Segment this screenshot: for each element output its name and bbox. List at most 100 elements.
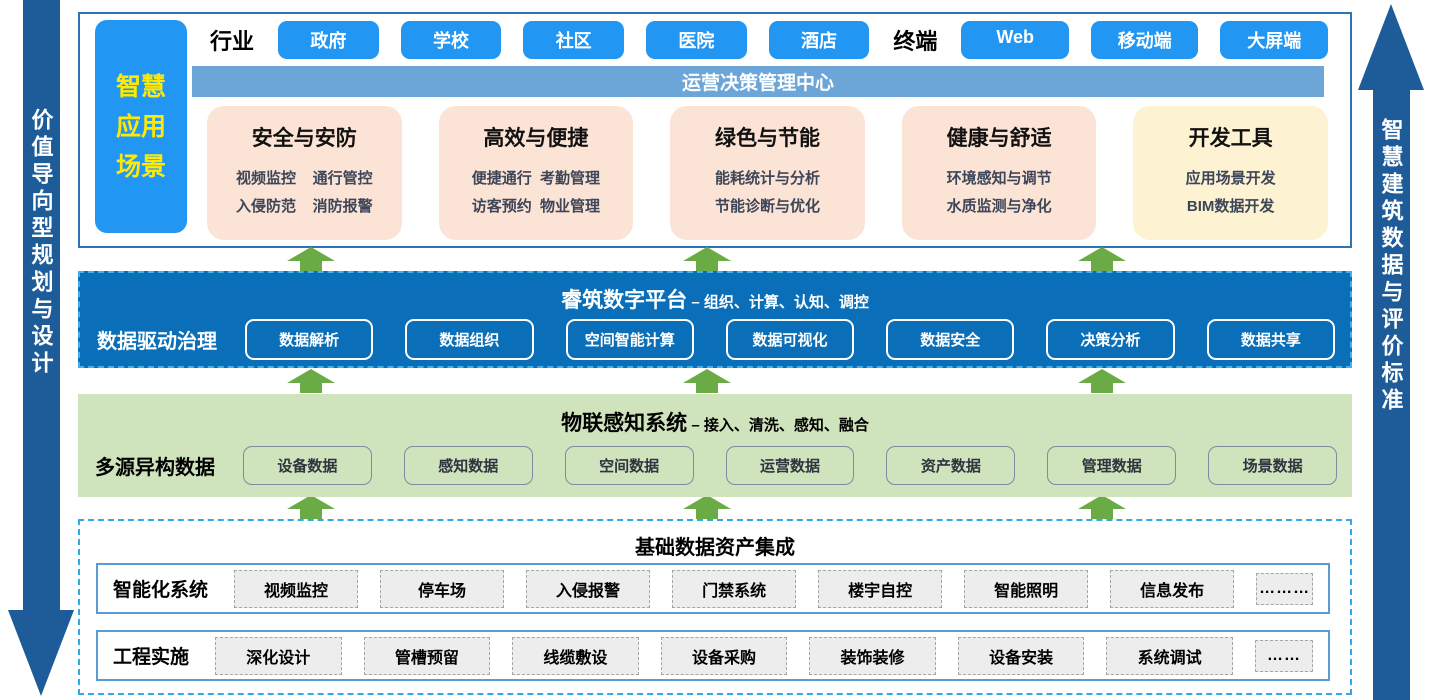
- base-item: ………: [1256, 572, 1314, 605]
- terminal-tag: Web: [961, 21, 1069, 59]
- scenario-cards-row: 安全与安防视频监控 通行管控入侵防范 消防报警高效与便捷便捷通行 考勤管理访客预…: [207, 106, 1328, 240]
- platform-capability-group: 数据解析数据组织空间智能计算数据可视化数据安全决策分析数据共享: [245, 318, 1335, 360]
- base-item: ……: [1254, 639, 1313, 672]
- platform-capability-pill: 决策分析: [1046, 318, 1175, 360]
- left-arrow-shaft: 价值导向型规划与设计: [22, 0, 60, 610]
- data-source-row: 多源异构数据 设备数据感知数据空间数据运营数据资产数据管理数据场景数据: [95, 445, 1338, 485]
- up-arrow-icon: [287, 369, 335, 393]
- data-source-pill: 感知数据: [403, 445, 533, 485]
- base-item: 智能照明: [964, 569, 1089, 608]
- data-source-pill: 管理数据: [1047, 445, 1177, 485]
- scenario-card-title: 安全与安防: [251, 127, 357, 150]
- industry-tag: 酒店: [768, 21, 870, 59]
- scenario-card: 安全与安防视频监控 通行管控入侵防范 消防报警: [207, 106, 402, 240]
- base-row: 工程实施深化设计管槽预留线缆敷设设备采购装饰装修设备安装系统调试……: [96, 630, 1330, 681]
- left-value-arrow: 价值导向型规划与设计: [8, 0, 74, 696]
- scenario-card-line: 应用场景开发: [1185, 170, 1276, 187]
- scenario-card-line: 访客预约 物业管理: [471, 198, 601, 215]
- scenario-card-title: 绿色与节能: [714, 127, 820, 150]
- base-row-items: 视频监控停车场入侵报警门禁系统楼宇自控智能照明信息发布 ………: [234, 569, 1314, 608]
- down-arrowhead-icon: [8, 610, 74, 696]
- base-item: 装饰装修: [809, 636, 936, 675]
- platform-capability-pill: 数据共享: [1206, 318, 1335, 360]
- iot-title: 物联感知系统 – 接入、清洗、感知、融合: [78, 407, 1352, 437]
- scenario-card-line: 环境感知与调节: [946, 170, 1052, 187]
- industry-terminal-row: 行业 政府学校社区医院酒店 终端 Web 移动端大屏端: [206, 21, 1329, 59]
- terminal-tag-group: Web 移动端大屏端: [961, 21, 1329, 59]
- terminal-label: 终端: [893, 29, 938, 54]
- base-row-label: 智能化系统: [113, 580, 209, 601]
- industry-tag-group: 政府学校社区医院酒店: [278, 21, 870, 59]
- up-arrow-icon: [683, 369, 731, 393]
- data-source-pill: 场景数据: [1208, 445, 1338, 485]
- smart-app-scenarios-text: 智慧应用场景: [115, 72, 166, 181]
- up-arrowhead-icon: [1358, 4, 1424, 90]
- scenario-card-line: 节能诊断与优化: [714, 198, 820, 215]
- base-item: 入侵报警: [526, 569, 651, 608]
- terminal-tag: 大屏端: [1220, 21, 1329, 59]
- industry-tag: 政府: [278, 21, 379, 59]
- up-arrow-icon: [287, 247, 335, 271]
- industry-label: 行业: [210, 29, 255, 54]
- smart-application-panel: 智慧应用场景 行业 政府学校社区医院酒店 终端 Web 移动端大屏端 运营决策管理…: [78, 12, 1352, 248]
- base-integration-title: 基础数据资产集成: [635, 537, 795, 559]
- base-row-items: 深化设计管槽预留线缆敷设设备采购装饰装修设备安装系统调试……: [215, 636, 1313, 675]
- up-arrow-icon: [683, 247, 731, 271]
- industry-tag: 学校: [400, 21, 502, 59]
- base-item: 线缆敷设: [512, 636, 639, 675]
- iot-title-main: 物联感知系统: [561, 412, 688, 435]
- platform-title-sub: – 组织、计算、认知、调控: [687, 294, 869, 311]
- up-arrow-icon: [1078, 247, 1126, 271]
- up-arrow-icon: [683, 495, 731, 519]
- right-arrow-shaft: 智慧建筑数据与评价标准: [1372, 90, 1410, 700]
- multi-source-data-label: 多源异构数据: [95, 456, 215, 479]
- scenario-card-line: 视频监控 通行管控: [235, 170, 373, 187]
- data-driven-governance-label: 数据驱动治理: [97, 330, 217, 353]
- iot-title-sub: – 接入、清洗、感知、融合: [687, 417, 869, 434]
- base-item: 楼宇自控: [818, 569, 943, 608]
- industry-tag: 医院: [646, 21, 747, 59]
- scenario-card-line: 能耗统计与分析: [714, 170, 820, 187]
- platform-title-main: 睿筑数字平台: [561, 289, 688, 312]
- smart-app-scenarios-label: 智慧应用场景: [95, 20, 187, 233]
- up-arrow-icon: [287, 495, 335, 519]
- base-rows: 智能化系统 视频监控停车场入侵报警门禁系统楼宇自控智能照明信息发布 ……… 工程实施 深…: [96, 563, 1330, 681]
- base-item: 系统调试: [1106, 636, 1233, 675]
- platform-capability-pill: 数据可视化: [725, 318, 855, 360]
- base-row: 智能化系统 视频监控停车场入侵报警门禁系统楼宇自控智能照明信息发布 ………: [96, 563, 1330, 614]
- platform-capability-pill: 数据安全: [886, 318, 1015, 360]
- scenario-card-line: 入侵防范 消防报警: [235, 198, 373, 215]
- platform-capability-row: 数据驱动治理 数据解析数据组织空间智能计算数据可视化数据安全决策分析数据共享: [97, 318, 1335, 360]
- data-source-pill: 设备数据: [243, 445, 372, 485]
- platform-capability-pill: 数据解析: [245, 318, 374, 360]
- left-arrow-label: 价值导向型规划与设计: [28, 108, 54, 378]
- base-data-integration-box: 基础数据资产集成 智能化系统 视频监控停车场入侵报警门禁系统楼宇自控智能照明信息发…: [78, 519, 1352, 695]
- up-arrow-icon: [1078, 495, 1126, 519]
- platform-capability-pill: 空间智能计算: [565, 318, 694, 360]
- base-item: 信息发布: [1110, 569, 1235, 608]
- scenario-card: 高效与便捷便捷通行 考勤管理访客预约 物业管理: [438, 106, 634, 240]
- base-row-label: 工程实施: [113, 647, 190, 668]
- scenario-card-title: 高效与便捷: [483, 127, 589, 150]
- platform-capability-pill: 数据组织: [405, 318, 534, 360]
- scenario-card-title: 健康与舒适: [946, 127, 1052, 150]
- scenario-card: 绿色与节能能耗统计与分析节能诊断与优化: [670, 106, 865, 240]
- base-item: 停车场: [380, 569, 505, 608]
- base-item: 门禁系统: [672, 569, 797, 608]
- right-standards-arrow: 智慧建筑数据与评价标准: [1358, 4, 1424, 700]
- terminal-tag: 移动端: [1090, 21, 1199, 59]
- data-source-group: 设备数据感知数据空间数据运营数据资产数据管理数据场景数据: [243, 445, 1338, 485]
- right-arrow-label: 智慧建筑数据与评价标准: [1378, 118, 1404, 415]
- scenario-card-line: 便捷通行 考勤管理: [471, 170, 601, 187]
- base-item: 深化设计: [215, 636, 342, 675]
- base-item: 管槽预留: [363, 636, 491, 675]
- scenario-card-title: 开发工具: [1188, 127, 1273, 150]
- data-source-pill: 资产数据: [886, 445, 1016, 485]
- digital-platform-band: 睿筑数字平台 – 组织、计算、认知、调控 数据驱动治理 数据解析数据组织空间智能…: [78, 271, 1352, 368]
- scenario-card: 健康与舒适环境感知与调节水质监测与净化: [901, 106, 1097, 240]
- operation-decision-center-bar: 运营决策管理中心: [192, 66, 1324, 97]
- base-item: 视频监控: [234, 569, 359, 608]
- iot-sensing-band: 物联感知系统 – 接入、清洗、感知、融合 多源异构数据 设备数据感知数据空间数据…: [78, 394, 1352, 497]
